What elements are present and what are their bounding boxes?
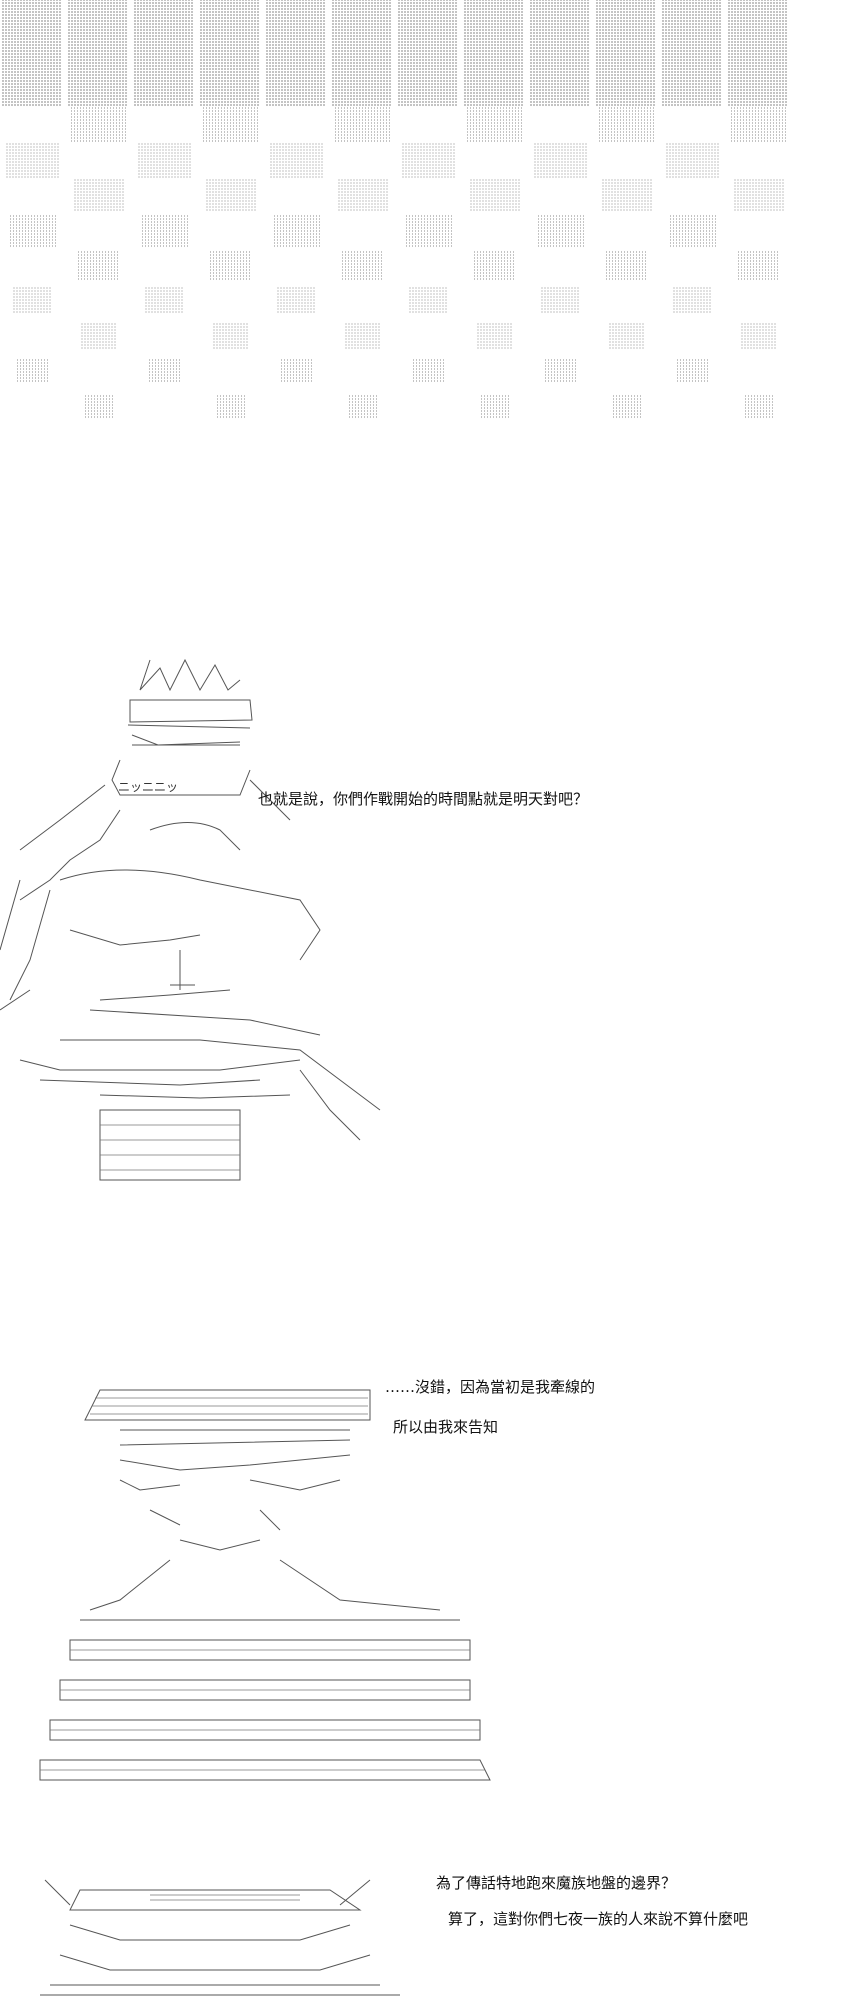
pattern-block <box>599 107 655 142</box>
pattern-block <box>200 0 260 106</box>
caption-panel3-line2: 算了，這對你們七夜一族的人來說不算什麼吧 <box>448 1910 749 1928</box>
pattern-block <box>398 0 458 106</box>
pattern-block <box>281 359 313 382</box>
pattern-block <box>78 251 120 280</box>
caption-panel1-line1: 也就是說，你們作戰開始的時間點就是明天對吧？ <box>258 790 589 808</box>
pattern-block <box>596 0 656 106</box>
art-label-nitsu: ニッニニッ <box>118 780 179 794</box>
caption-panel2-line2: 所以由我來告知 <box>393 1418 499 1436</box>
pattern-block <box>74 179 124 211</box>
pattern-block <box>677 359 709 382</box>
pattern-block <box>345 323 381 349</box>
pattern-block <box>474 251 516 280</box>
pattern-block <box>277 287 317 313</box>
pattern-block <box>530 0 590 106</box>
caption-panel3-line1: 為了傳話特地跑來魔族地盤的邊界？ <box>436 1874 677 1892</box>
pattern-block <box>134 0 194 106</box>
character-figure-3 <box>40 1879 400 1996</box>
pattern-block <box>274 215 320 247</box>
pattern-block <box>745 395 773 418</box>
pattern-block <box>734 179 784 211</box>
pattern-block <box>470 179 520 211</box>
pattern-block <box>349 395 377 418</box>
pattern-block <box>731 107 787 142</box>
pattern-block <box>203 107 259 142</box>
pattern-block <box>138 143 192 178</box>
pattern-block <box>464 0 524 106</box>
pattern-block <box>477 323 513 349</box>
pattern-block <box>402 143 456 178</box>
pattern-block <box>673 287 713 313</box>
pattern-block <box>210 251 252 280</box>
pattern-block <box>538 215 584 247</box>
pattern-block <box>662 0 722 106</box>
pattern-block <box>213 323 249 349</box>
pattern-block <box>338 179 388 211</box>
pattern-block <box>332 0 392 106</box>
pattern-block <box>149 359 181 382</box>
pattern-block <box>10 215 56 247</box>
pattern-block <box>17 359 49 382</box>
pattern-block <box>335 107 391 142</box>
character-figure-1 <box>0 658 381 1181</box>
pattern-block <box>541 287 581 313</box>
pattern-block <box>409 287 449 313</box>
pattern-block <box>270 143 324 178</box>
pattern-block <box>545 359 577 382</box>
pattern-block <box>666 143 720 178</box>
dotted-pattern-banner <box>2 0 788 418</box>
pattern-block <box>602 179 652 211</box>
pattern-block <box>670 215 716 247</box>
character-figure-2 <box>39 1389 491 1781</box>
pattern-block <box>741 323 777 349</box>
pattern-block <box>534 143 588 178</box>
pattern-block <box>728 0 788 106</box>
pattern-block <box>413 359 445 382</box>
pattern-block <box>738 251 780 280</box>
pattern-block <box>606 251 648 280</box>
pattern-block <box>342 251 384 280</box>
pattern-block <box>481 395 509 418</box>
pattern-block <box>2 0 62 106</box>
pattern-block <box>68 0 128 106</box>
pattern-block <box>217 395 245 418</box>
pattern-block <box>145 287 185 313</box>
pattern-block <box>613 395 641 418</box>
pattern-block <box>609 323 645 349</box>
pattern-block <box>406 215 452 247</box>
pattern-block <box>266 0 326 106</box>
pattern-block <box>6 143 60 178</box>
pattern-block <box>81 323 117 349</box>
pattern-block <box>13 287 53 313</box>
caption-panel2-line1: ……沒錯，因為當初是我牽線的 <box>385 1378 596 1396</box>
pattern-block <box>142 215 188 247</box>
pattern-block <box>467 107 523 142</box>
pattern-block <box>71 107 127 142</box>
pattern-block <box>85 395 113 418</box>
pattern-block <box>206 179 256 211</box>
